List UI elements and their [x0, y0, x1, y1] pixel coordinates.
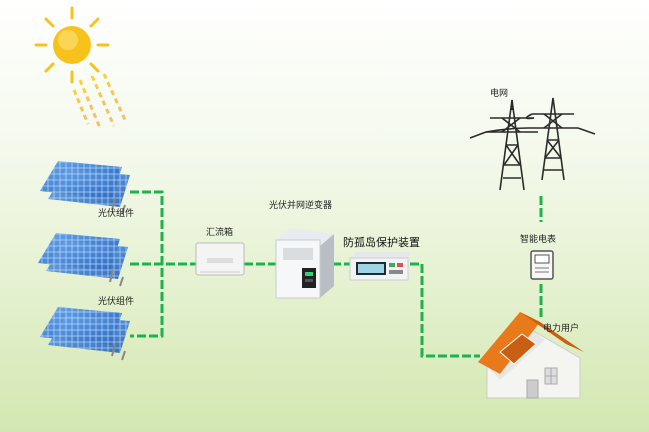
power-user-label: 电力用户	[543, 324, 580, 334]
smart-meter-label: 智能电表	[520, 235, 557, 245]
pv-module-label: 光伏组件	[98, 297, 135, 307]
smart-meter-icon	[530, 250, 554, 280]
house-icon	[478, 312, 584, 399]
solar-panel-icon	[40, 307, 130, 361]
sun-rays	[72, 73, 128, 129]
combiner-box-label: 汇流箱	[206, 228, 234, 238]
inverter-label: 光伏并网逆变器	[269, 201, 333, 211]
solar-panel-icon	[40, 161, 130, 215]
combiner-box-icon	[195, 242, 245, 276]
solar-panel-icon	[38, 233, 128, 287]
sun-icon	[34, 6, 110, 84]
inverter-icon	[275, 228, 334, 299]
grid-label: 电网	[490, 89, 509, 99]
anti-islanding-label: 防孤岛保护装置	[343, 236, 420, 249]
connection-wires	[130, 190, 543, 358]
power-tower-icon	[469, 97, 596, 191]
protection-device-icon	[349, 252, 410, 281]
pv-module-label: 光伏组件	[98, 209, 135, 219]
